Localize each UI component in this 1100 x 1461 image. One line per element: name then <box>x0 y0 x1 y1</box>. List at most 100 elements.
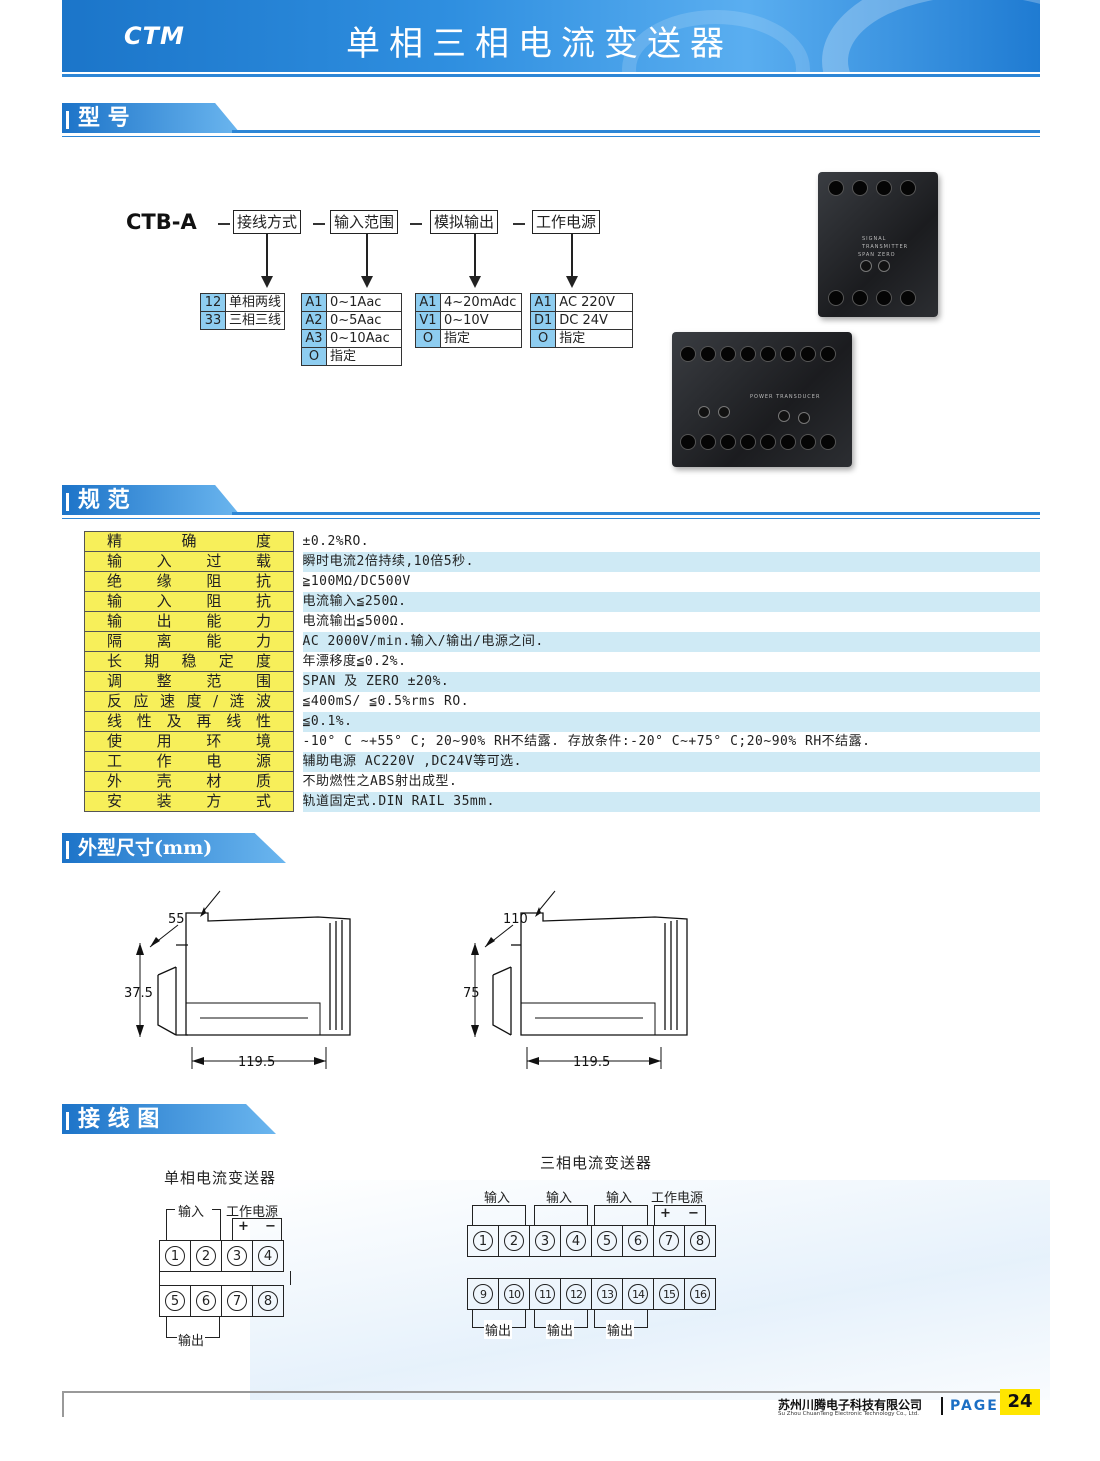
terminal-10: 10 <box>504 1284 524 1304</box>
terminal-connector <box>159 1271 160 1285</box>
terminal-block-top: 1 2 3 4 5 6 7 8 <box>467 1225 716 1257</box>
section-header-dims: 外型尺寸(mm) <box>62 833 286 873</box>
terminal-1: 1 <box>165 1246 185 1266</box>
output-label: 输出 <box>606 1320 635 1339</box>
input-label: 输入 <box>606 1191 633 1206</box>
spec-row: 精确度±0.2%RO. <box>84 531 1040 552</box>
option-label: 0~5Aac <box>326 311 402 330</box>
terminal-block-bottom: 9 10 11 12 13 14 15 16 <box>467 1278 716 1310</box>
code-arrow-head <box>566 276 578 288</box>
terminal-13: 13 <box>597 1284 617 1304</box>
option-code: O <box>415 329 441 348</box>
spec-row: 工作电源辅助电源 AC220V ,DC24V等可选. <box>84 751 1040 772</box>
spec-row: 调整范围 SPAN 及 ZERO ±20%. <box>84 671 1040 692</box>
spec-value: ≦0.1%. <box>302 711 1040 732</box>
spec-label: 线性及再线性 <box>84 711 294 732</box>
spec-value: 瞬时电流2倍持续,10倍5秒. <box>302 551 1040 572</box>
minus-sign: − <box>688 1206 699 1221</box>
spec-label: 调整范围 <box>84 671 294 692</box>
code-field-output: 模拟输出 <box>430 210 499 234</box>
option-code: D1 <box>529 311 557 330</box>
code-field-power: 工作电源 <box>532 210 601 234</box>
spec-row: 输入阻抗电流输入≦250Ω. <box>84 591 1040 612</box>
spec-row: 输入过载瞬时电流2倍持续,10倍5秒. <box>84 551 1040 572</box>
section-rule <box>62 136 1040 137</box>
power-bracket <box>232 1218 282 1241</box>
output-label: 输出 <box>484 1320 513 1339</box>
output-label: 输出 <box>546 1320 575 1339</box>
three-phase-title: 三相电流变送器 <box>540 1154 653 1172</box>
terminal-3: 3 <box>227 1246 247 1266</box>
spec-label: 反应速度/涟波 <box>84 691 294 712</box>
section-title: 外型尺寸(mm) <box>62 833 286 863</box>
option-code: V1 <box>415 311 441 330</box>
dim-width-label: 55 <box>168 912 185 927</box>
code-dash <box>410 223 422 225</box>
option-label: 单相两线 <box>224 293 286 312</box>
spec-row: 外壳材质不助燃性之ABS射出成型. <box>84 771 1040 792</box>
device-label: SPAN ZERO <box>858 252 896 258</box>
section-rule <box>62 518 1040 519</box>
company-logo: CTM <box>124 22 185 50</box>
terminal-6: 6 <box>196 1291 216 1311</box>
section-title: 接 线 图 <box>62 1104 276 1134</box>
terminal-11: 11 <box>535 1284 555 1304</box>
input-label: 输入 <box>178 1205 205 1220</box>
section-header-model: 型 号 <box>62 103 1040 143</box>
company-name-en: Su Zhou ChuanTeng Electronic Technology … <box>778 1411 920 1417</box>
spec-label: 精确度 <box>84 531 294 552</box>
input-bracket <box>594 1205 648 1225</box>
spec-label: 长期稳定度 <box>84 651 294 672</box>
code-arrow-head <box>361 276 373 288</box>
header-banner <box>62 0 1040 72</box>
spec-label: 隔离能力 <box>84 631 294 652</box>
input-bracket <box>212 1209 221 1241</box>
plus-sign: + <box>660 1206 671 1221</box>
page-title: 单相三相电流变送器 <box>346 24 733 64</box>
single-phase-title: 单相电流变送器 <box>164 1169 277 1187</box>
device-label: TRANSMITTER <box>862 244 909 250</box>
spec-value: ≦400mS/ ≦0.5%rms RO. <box>302 694 470 709</box>
power-label: 工作电源 <box>651 1191 704 1206</box>
input-label: 输入 <box>484 1191 511 1206</box>
spec-label: 输入过载 <box>84 551 294 572</box>
terminal-5: 5 <box>597 1231 617 1251</box>
background-decoration <box>250 1180 1050 1400</box>
code-field-input: 输入范围 <box>330 210 399 234</box>
code-dash <box>513 223 525 225</box>
input-bracket <box>166 1209 175 1241</box>
spec-row: 输出能力电流输出≦500Ω. <box>84 611 1040 632</box>
option-code: A1 <box>415 293 441 312</box>
power-bracket <box>654 1205 706 1225</box>
section-header-wiring: 接 线 图 <box>62 1104 282 1144</box>
minus-sign: − <box>265 1219 276 1234</box>
spec-row: 长期稳定度年漂移度≦0.2%. <box>84 651 1040 672</box>
code-arrow-head <box>261 276 273 288</box>
code-arrow-line <box>474 234 476 278</box>
spec-row: 安装方式轨道固定式.DIN RAIL 35mm. <box>84 791 1040 812</box>
spec-value: SPAN 及 ZERO ±20%. <box>302 671 1040 692</box>
output-label: 输出 <box>177 1330 206 1349</box>
spec-row: 线性及再线性 ≦0.1%. <box>84 711 1040 732</box>
terminal-3: 3 <box>535 1231 555 1251</box>
page-separator <box>941 1397 943 1415</box>
section-rule <box>232 130 1040 133</box>
spec-label: 绝缘阻抗 <box>84 571 294 592</box>
spec-label: 输入阻抗 <box>84 591 294 612</box>
terminal-6: 6 <box>628 1231 648 1251</box>
spec-label: 使用环境 <box>84 731 294 752</box>
spec-label: 外壳材质 <box>84 771 294 792</box>
plus-sign: + <box>238 1219 249 1234</box>
footer-rule <box>62 1391 1040 1393</box>
spec-row: 反应速度/涟波 ≦400mS/ ≦0.5%rms RO. <box>84 691 1040 712</box>
